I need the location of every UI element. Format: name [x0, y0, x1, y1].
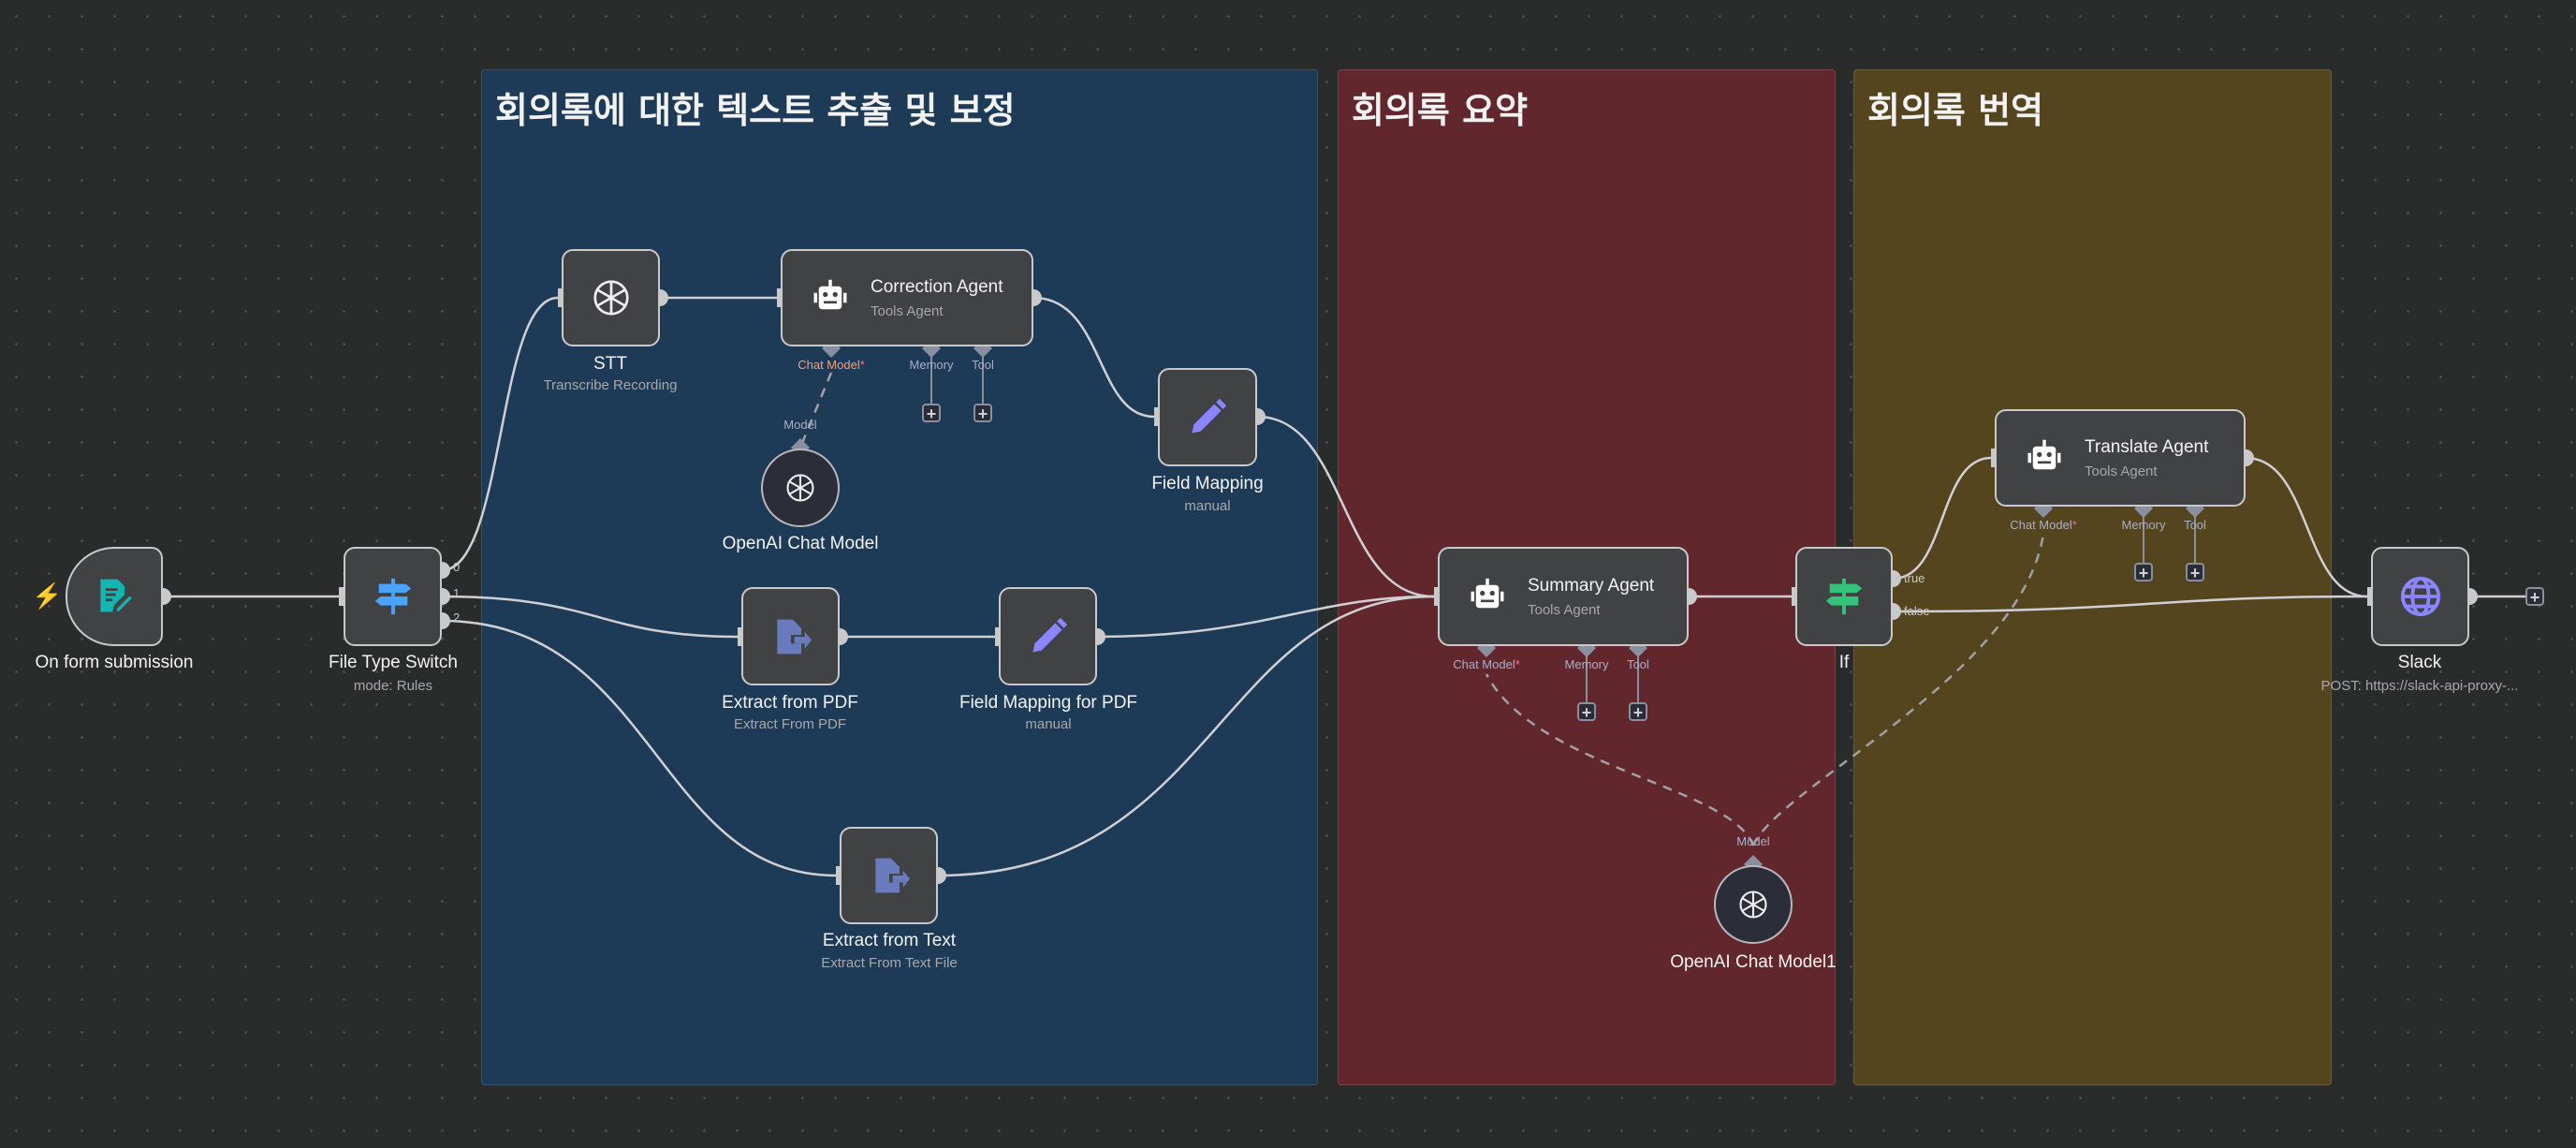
node-label: File Type Switch — [329, 653, 458, 672]
node-title: Translate Agent — [2085, 436, 2209, 457]
output-label: 2 — [453, 611, 461, 625]
node-label: OpenAI Chat Model — [722, 534, 879, 553]
group-title: 회의록 번역 — [1867, 90, 2044, 131]
edge-switch-extracttext — [441, 619, 837, 877]
node-subtitle: manual — [1184, 498, 1231, 514]
signpost-icon — [374, 578, 411, 615]
edge-openai1-correction — [798, 372, 833, 449]
port-label: Chat Model — [2010, 518, 2072, 532]
node-label: Extract from PDF — [722, 693, 858, 713]
openai-icon — [1739, 890, 1767, 919]
port-model[interactable]: Model — [1736, 834, 1770, 848]
port-model[interactable]: Model — [783, 418, 817, 432]
node-label: Field Mapping — [1151, 474, 1264, 493]
pencil-icon — [1032, 617, 1067, 652]
globe-icon — [2400, 576, 2440, 617]
node-label: OpenAI Chat Model1 — [1670, 952, 1837, 972]
node-file-type-switch[interactable] — [344, 547, 442, 646]
port-tool[interactable]: Tool — [1627, 657, 1649, 671]
port-chat-model[interactable]: Chat Model* — [2010, 518, 2077, 532]
edge-fieldmappdf-summary — [1096, 595, 1435, 639]
port-chat-model[interactable]: Chat Model* — [798, 358, 865, 372]
node-extract-from-pdf[interactable] — [741, 587, 840, 685]
node-subtitle: Tools Agent — [2085, 463, 2158, 479]
edge-extracttext-summary — [937, 595, 1435, 877]
edge-switch-extractpdf — [441, 595, 739, 639]
edge-if-translate — [1892, 456, 1992, 581]
edge-fieldmap-summary — [1256, 415, 1435, 598]
node-field-mapping[interactable] — [1158, 368, 1257, 466]
add-tool-button[interactable]: + — [1629, 702, 1647, 722]
node-subtitle: Extract From Text File — [821, 955, 958, 971]
edge-if-slack — [1892, 595, 2368, 613]
pencil-icon — [1192, 398, 1227, 433]
edge-translate-slack — [2245, 456, 2368, 598]
output-label-false: false — [1904, 604, 1930, 618]
file-export-icon — [874, 858, 910, 893]
required-mark: * — [1515, 657, 1520, 671]
robot-icon — [2027, 439, 2061, 470]
node-subtitle: Extract From PDF — [733, 716, 847, 732]
node-extract-from-text[interactable] — [840, 827, 938, 924]
add-memory-button[interactable]: + — [1577, 702, 1596, 722]
openai-icon — [593, 280, 629, 316]
add-tool-button[interactable]: + — [2186, 563, 2204, 582]
port-tool[interactable]: Tool — [972, 358, 994, 372]
group-title: 회의록 요약 — [1352, 90, 1529, 131]
port-memory[interactable]: Memory — [2121, 518, 2166, 532]
node-label: STT — [593, 354, 627, 374]
node-label: Field Mapping for PDF — [959, 693, 1138, 713]
output-label: 0 — [453, 560, 461, 574]
node-subtitle: Tools Agent — [871, 302, 944, 319]
node-field-mapping-for-pdf[interactable] — [999, 587, 1097, 685]
port-label: Chat Model — [798, 358, 860, 372]
node-subtitle: Tools Agent — [1528, 601, 1601, 618]
robot-icon — [813, 279, 847, 310]
required-mark: * — [2071, 518, 2077, 532]
port-memory[interactable]: Memory — [1564, 657, 1609, 671]
node-title: Correction Agent — [871, 276, 1003, 297]
group-title: 회의록에 대한 텍스트 추출 및 보정 — [495, 90, 1016, 131]
edge-openai2-translate — [1751, 533, 2045, 846]
node-on-form-submission[interactable] — [66, 547, 163, 646]
node-subtitle: manual — [1025, 716, 1072, 732]
port-label: Chat Model — [1453, 657, 1515, 671]
add-tool-button[interactable]: + — [973, 404, 992, 423]
node-subtitle: mode: Rules — [353, 678, 433, 694]
openai-icon — [786, 474, 814, 502]
node-title: Summary Agent — [1528, 575, 1655, 596]
port-tool[interactable]: Tool — [2184, 518, 2206, 532]
node-subtitle: Transcribe Recording — [543, 377, 678, 393]
output-label: 1 — [453, 586, 461, 600]
node-openai-chat-model1[interactable] — [1714, 865, 1793, 944]
add-memory-button[interactable]: + — [2134, 563, 2153, 582]
group-translation[interactable]: 회의록 번역 — [1853, 69, 2332, 1085]
trigger-bolt-icon: ⚡ — [32, 581, 63, 610]
form-edit-icon — [100, 579, 135, 613]
edge-correction-fieldmap — [1032, 296, 1155, 419]
edge-switch-stt — [441, 296, 559, 572]
port-chat-model[interactable]: Chat Model* — [1453, 657, 1520, 671]
node-openai-chat-model[interactable] — [761, 449, 840, 527]
port-memory[interactable]: Memory — [909, 358, 954, 372]
node-slack[interactable] — [2371, 547, 2469, 646]
signpost-icon — [1825, 578, 1863, 615]
add-node-button[interactable]: + — [2525, 587, 2544, 607]
robot-icon — [1471, 578, 1504, 609]
node-label: Extract from Text — [822, 931, 957, 950]
edge-openai2-summary — [1485, 673, 1755, 846]
node-subtitle: POST: https://slack-api-proxy-... — [2320, 678, 2519, 694]
add-memory-button[interactable]: + — [922, 404, 941, 423]
node-label: On form submission — [35, 653, 194, 672]
required-mark: * — [859, 358, 865, 372]
output-label-true: true — [1904, 571, 1925, 585]
node-label: If — [1838, 653, 1850, 672]
file-export-icon — [776, 619, 812, 654]
node-stt[interactable] — [562, 249, 660, 346]
node-label: Slack — [2397, 653, 2442, 672]
node-if[interactable] — [1795, 547, 1893, 646]
